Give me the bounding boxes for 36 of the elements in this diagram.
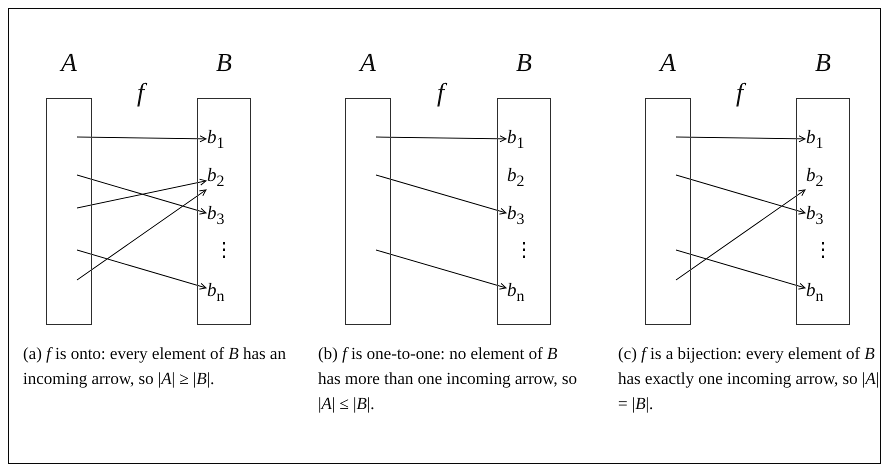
arrow bbox=[76, 135, 206, 142]
element-label: b$_{2}$ bbox=[207, 165, 224, 193]
arrow bbox=[676, 135, 806, 142]
caption: (b) f is one-to-one: no element of B has more than one incoming arrow, so |A| ≤ |B|. bbox=[318, 343, 578, 415]
arrow bbox=[376, 135, 506, 142]
arrow bbox=[376, 250, 506, 290]
arrow bbox=[676, 189, 806, 280]
set-name: B bbox=[515, 49, 533, 77]
arrow bbox=[76, 178, 206, 208]
element-label: b$_{2}$ bbox=[806, 165, 824, 193]
element-label: b$_{3}$ bbox=[507, 203, 524, 231]
arrow bbox=[676, 174, 806, 215]
set-name: A bbox=[358, 49, 377, 77]
arrow bbox=[76, 250, 206, 290]
set-name: B bbox=[215, 49, 233, 77]
arrow bbox=[376, 174, 506, 215]
caption: (c) f is a bijection: every element of B has exactly one incoming arrow, so |A| = |B|. bbox=[618, 343, 880, 415]
element-label: b$_{n}$ bbox=[507, 280, 524, 308]
set-name: B bbox=[814, 49, 832, 77]
element-label: b$_{3}$ bbox=[806, 203, 824, 231]
vertical-ellipsis: ⋮ bbox=[514, 238, 534, 263]
arrow bbox=[76, 174, 206, 215]
set-name: A bbox=[658, 49, 677, 77]
element-label: b$_{3}$ bbox=[207, 203, 224, 231]
arrow bbox=[76, 189, 206, 280]
element-label: b$_{n}$ bbox=[806, 280, 824, 308]
element-label: b$_{1}$ bbox=[507, 127, 524, 155]
arrow bbox=[676, 250, 806, 290]
set-name: A bbox=[58, 49, 78, 77]
element-label: b$_{n}$ bbox=[207, 280, 224, 308]
vertical-ellipsis: ⋮ bbox=[214, 238, 234, 263]
element-label: b$_{1}$ bbox=[207, 127, 224, 155]
vertical-ellipsis: ⋮ bbox=[813, 238, 833, 263]
element-label: b$_{1}$ bbox=[806, 127, 824, 155]
element-label: b$_{2}$ bbox=[507, 165, 524, 193]
caption: (a) f is onto: every element of B has an incoming arrow, so |A| ≥ |B|. bbox=[23, 343, 287, 390]
